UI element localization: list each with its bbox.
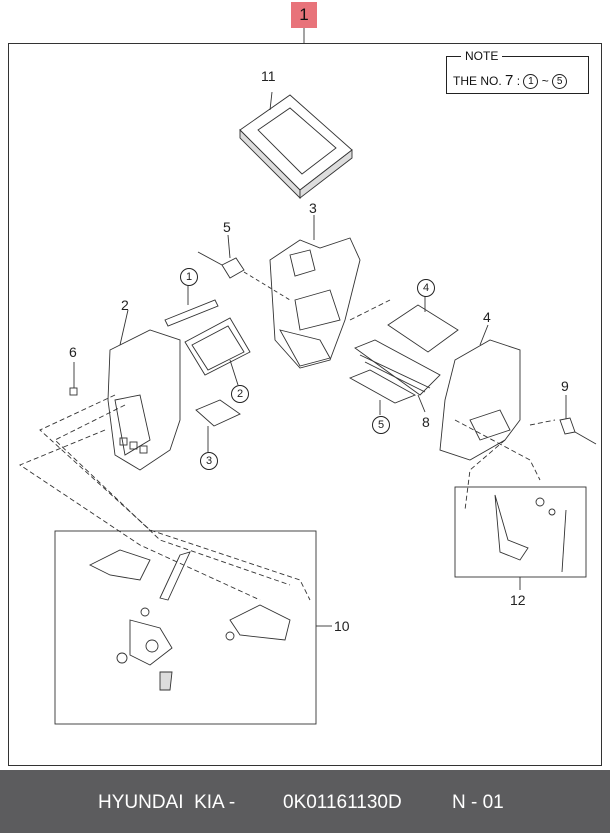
label-part-3: 3 [309,200,317,216]
footer-bar: HYUNDAI KIA - 0K01161130D N - 01 [0,770,610,833]
note-to-circle: 5 [552,74,568,90]
footer-part-number: 0K01161130D [283,792,402,813]
circled-label-4: 4 [417,279,435,297]
part-12-box [454,486,587,590]
note-tilde: ~ [541,74,549,88]
note-from-circle: 1 [523,74,539,90]
label-part-12: 12 [510,592,526,608]
note-title: NOTE [461,49,503,63]
label-part-8: 8 [422,414,430,430]
footer-brand: HYUNDAI KIA - [98,792,236,813]
label-part-11: 11 [261,68,276,84]
part-10-box [54,530,332,725]
part-c4-pad [387,295,459,353]
note-sep: : [516,74,521,88]
circled-label-5: 5 [372,416,390,434]
exploded-parts-diagram [19,28,597,725]
part-6-screw [69,362,78,396]
diagram-frame [8,43,602,766]
part-5-resistor [197,234,291,301]
label-part-2: 2 [121,297,129,313]
callout-badge-1: 1 [291,2,317,28]
note-box: NOTE THE NO. 7 : 1 ~ 5 [446,49,589,94]
part-4-case [439,324,521,461]
note-prefix: THE NO. [453,74,502,88]
circled-label-1: 1 [180,268,198,286]
label-part-9: 9 [561,378,569,394]
note-text: THE NO. 7 : 1 ~ 5 [453,72,568,90]
footer-page-code: N - 01 [452,792,504,813]
note-number: 7 [505,72,514,89]
part-2-case [107,309,181,471]
circled-label-2: 2 [231,385,249,403]
part-8-evaporator [354,339,441,413]
part-11-frame [239,91,353,200]
part-c2-filter [184,317,251,386]
part-c3-pad [195,399,241,452]
label-part-4: 4 [483,309,491,325]
part-c5-pad [348,369,417,415]
label-part-10: 10 [334,618,350,634]
label-part-5: 5 [223,219,231,235]
part-9-bracket [559,395,597,445]
dashed-assembly-lines [19,299,556,601]
part-c1-seal [164,286,219,327]
circled-label-3: 3 [200,452,218,470]
part-3-case [269,215,361,369]
label-part-6: 6 [69,344,77,360]
